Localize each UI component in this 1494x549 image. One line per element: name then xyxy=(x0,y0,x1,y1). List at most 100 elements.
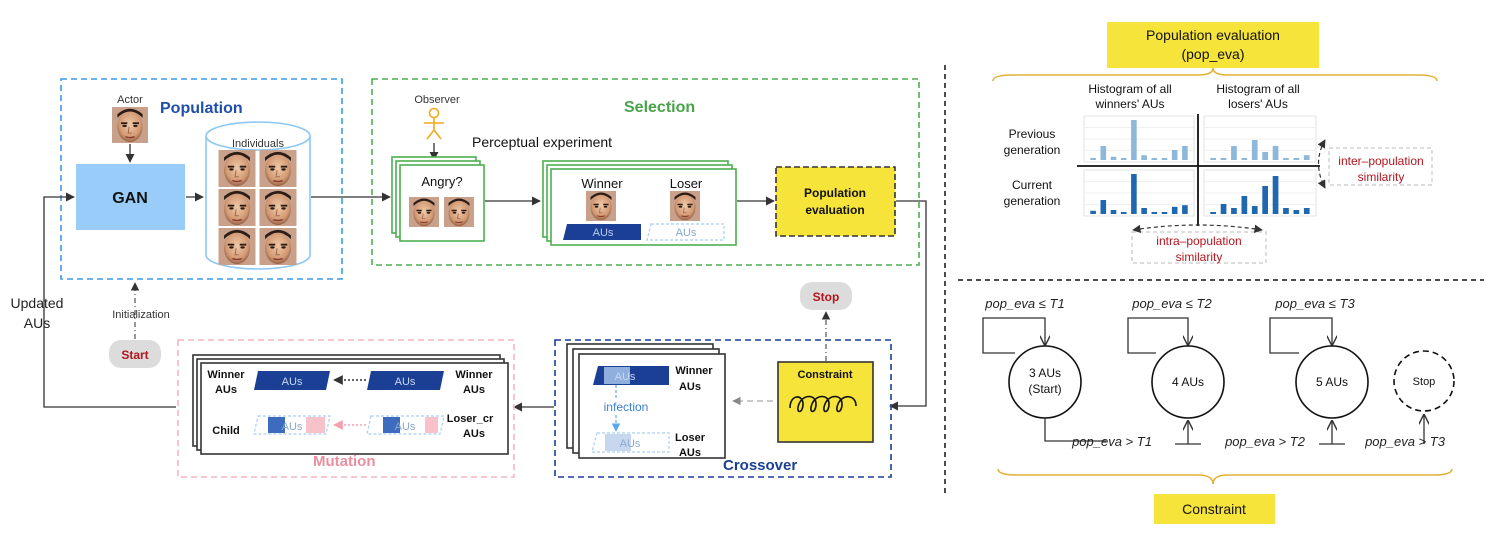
winner-face xyxy=(586,191,616,221)
constraint-brace xyxy=(997,468,1453,485)
histogram-bar xyxy=(1210,212,1216,214)
histogram-current-losers xyxy=(1203,169,1317,217)
pop-eva-title-box xyxy=(1107,22,1319,68)
histogram-bar xyxy=(1283,208,1289,214)
stop-node: Stop xyxy=(800,282,852,310)
individual-face xyxy=(218,228,256,265)
cond-gt-1: pop_eva > T1 xyxy=(1071,434,1152,449)
histogram-bar xyxy=(1220,204,1227,214)
svg-text:AUs: AUs xyxy=(282,421,303,433)
individual-face xyxy=(218,189,256,226)
cond-gt-3: pop_eva > T3 xyxy=(1364,434,1446,449)
actor-face-image xyxy=(111,107,149,143)
angry-question-label: Angry? xyxy=(421,174,462,189)
population-evaluation-line1: Population xyxy=(804,186,866,200)
child-label: Child xyxy=(212,425,240,437)
histogram-bar xyxy=(1272,146,1279,160)
histogram-bar xyxy=(1161,212,1168,214)
spring-icon xyxy=(789,395,857,413)
histogram-bar xyxy=(1231,146,1237,160)
mutation-title: Mutation xyxy=(313,453,375,470)
crossover-winner-line2: AUs xyxy=(679,381,701,393)
mutation-loser-line1: Loser_cr xyxy=(447,413,494,425)
svg-text:AUs: AUs xyxy=(615,371,636,383)
stop-label: Stop xyxy=(813,290,840,304)
histogram-bar xyxy=(1293,210,1300,214)
svg-text:4 AUs: 4 AUs xyxy=(1172,375,1204,389)
perceptual-experiment-label: Perceptual experiment xyxy=(472,134,612,150)
histogram-bar xyxy=(1090,210,1096,214)
angry-question-cards: Angry? xyxy=(391,156,485,242)
histogram-bar xyxy=(1110,210,1117,214)
svg-text:(Start): (Start) xyxy=(1028,382,1061,396)
observer-label: Observer xyxy=(414,94,460,106)
selection-title: Selection xyxy=(624,99,695,116)
updated-aus-label-line1: Updated xyxy=(11,295,64,311)
histogram-current-winners xyxy=(1083,169,1195,217)
intra-population-line1: intra–population xyxy=(1156,234,1241,248)
histogram-bar xyxy=(1251,206,1258,214)
svg-text:AUs: AUs xyxy=(395,421,416,433)
mutation-winner-line2: AUs xyxy=(215,384,237,396)
gan-block xyxy=(76,164,185,230)
histogram-bar xyxy=(1241,158,1248,160)
histogram-bar xyxy=(1151,212,1158,214)
crossover-loser-line2: AUs xyxy=(679,447,701,459)
loser-face xyxy=(670,191,700,221)
svg-text:Previous: Previous xyxy=(1009,127,1056,141)
updated-aus-label-line2: AUs xyxy=(24,315,50,331)
histogram-previous-losers xyxy=(1203,115,1317,163)
histogram-bar xyxy=(1141,208,1147,214)
individual-face xyxy=(259,228,297,265)
pop-eva-title-line1: Population evaluation xyxy=(1146,27,1280,43)
svg-text:3 AUs: 3 AUs xyxy=(1029,366,1061,380)
histogram-bar xyxy=(1151,158,1158,160)
individual-face xyxy=(259,189,297,226)
histogram-bar xyxy=(1262,186,1268,214)
histogram-bar xyxy=(1231,208,1237,214)
histogram-bar xyxy=(1090,158,1096,160)
pop-eva-title-line2: (pop_eva) xyxy=(1181,46,1244,62)
source-winner-aus-bar xyxy=(367,371,444,390)
winner-aus-bar: AUs xyxy=(593,227,614,239)
mutation-loser-line2: AUs xyxy=(463,428,485,440)
crossover-loser-line1: Loser xyxy=(675,432,706,444)
histogram-bar xyxy=(1120,212,1127,214)
histogram-bar xyxy=(1171,206,1178,214)
svg-text:Current: Current xyxy=(1012,178,1053,192)
constraint-panel: pop_eva ≤ T1 pop_eva ≤ T2 pop_eva ≤ T3 3… xyxy=(982,296,1455,524)
histogram-bar xyxy=(1110,156,1117,160)
winner-label: Winner xyxy=(581,176,623,191)
population-evaluation-line2: evaluation xyxy=(805,203,864,217)
histogram-bar xyxy=(1120,158,1127,160)
start-node: Start xyxy=(109,340,161,368)
histogram-previous-winners xyxy=(1083,115,1195,163)
mutation-winner-line1: Winner xyxy=(207,369,245,381)
histogram-bar xyxy=(1241,196,1248,214)
winner-loser-cards: Winner Loser AUs AUs xyxy=(542,160,737,246)
histogram-bar xyxy=(1251,140,1258,160)
loser-aus-bar: AUs xyxy=(676,227,697,239)
state-stop xyxy=(1393,350,1455,412)
mutation-winner-right-line1: Winner xyxy=(455,369,493,381)
pop-eva-brace xyxy=(992,67,1438,82)
svg-text:losers' AUs: losers' AUs xyxy=(1228,97,1288,111)
svg-text:AUs: AUs xyxy=(620,438,641,450)
histogram-bar xyxy=(1262,152,1268,160)
initialization-label: Initialization xyxy=(112,309,169,321)
svg-text:winners' AUs: winners' AUs xyxy=(1095,97,1165,111)
svg-text:AUs: AUs xyxy=(282,376,303,388)
histogram-bar xyxy=(1131,174,1137,214)
svg-text:AUs: AUs xyxy=(395,376,416,388)
histogram-bar xyxy=(1100,146,1107,160)
constraint-block-label: Constraint xyxy=(798,369,853,381)
gan-label: GAN xyxy=(112,190,148,207)
svg-text:5 AUs: 5 AUs xyxy=(1316,375,1348,389)
individuals-cylinder: Individuals xyxy=(205,121,311,270)
histogram-bar xyxy=(1293,158,1300,160)
mutation-module: Mutation Winner AUs Winner AUs AUs AUs C… xyxy=(177,339,515,478)
svg-text:generation: generation xyxy=(1004,143,1061,157)
start-label: Start xyxy=(121,348,148,362)
histogram-bar xyxy=(1171,150,1178,160)
